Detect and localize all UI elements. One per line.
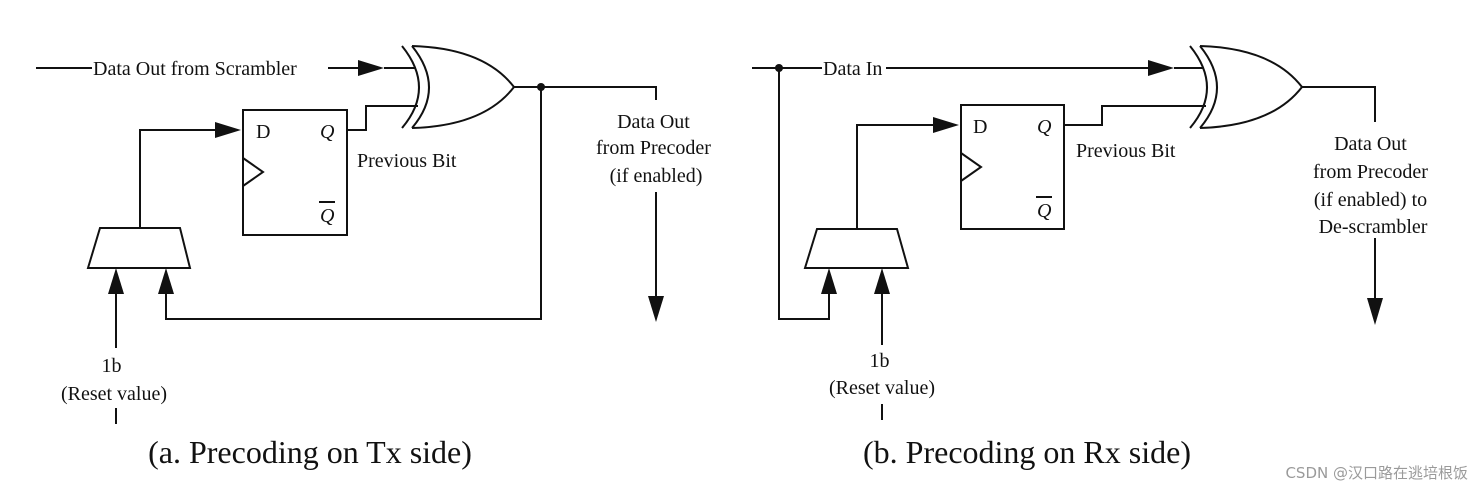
- caption: (a. Precoding on Tx side): [148, 434, 472, 470]
- d-flipflop: D Q Q: [960, 104, 1065, 230]
- output-arrow: [1367, 298, 1383, 325]
- input-arrow: [358, 60, 384, 76]
- rx-precoding-diagram: Data In Data Out from Precoder (if enabl…: [752, 45, 1433, 470]
- xor-gate: [401, 45, 515, 129]
- previous-bit-label: Previous Bit: [1076, 140, 1176, 162]
- flipflop-qbar-label: Q: [320, 205, 335, 227]
- data-in-branch-arrow: [821, 268, 837, 294]
- xor-gate-top-curve: [411, 45, 515, 88]
- clock-triangle: [242, 157, 265, 187]
- d-flipflop: D Q Q: [242, 109, 348, 236]
- data-in-branch-wire: [778, 68, 830, 320]
- flipflop-box: [242, 109, 348, 236]
- xor-gate-back-curve: [1189, 45, 1208, 129]
- xor-gate-bottom-curve: [1199, 86, 1303, 129]
- xor-gate-input-curve: [1199, 45, 1218, 129]
- q-to-xor-wire: [1064, 105, 1206, 126]
- flipflop-q-label: Q: [320, 121, 335, 143]
- flipflop-qbar-label: Q: [1037, 200, 1052, 222]
- caption: (b. Precoding on Rx side): [863, 434, 1191, 470]
- q-to-xor-wire: [347, 105, 418, 131]
- multiplexer: [86, 227, 192, 269]
- multiplexer: [803, 228, 910, 269]
- output-label: Data Out from Precoder (if enabled) to D…: [1313, 133, 1433, 238]
- feedback-arrow: [158, 268, 174, 294]
- xor-gate-bottom-curve: [411, 86, 515, 129]
- reset-label: 1b (Reset value): [61, 355, 167, 405]
- xor-gate: [1189, 45, 1303, 129]
- output-arrow: [648, 296, 664, 322]
- reset-label: 1b (Reset value): [829, 350, 935, 399]
- input-label: Data In: [823, 58, 882, 80]
- input-label: Data Out from Scrambler: [93, 58, 297, 80]
- output-label: Data Out from Precoder (if enabled): [596, 111, 716, 187]
- xor-gate-input-curve: [411, 45, 430, 129]
- feedback-wire: [165, 87, 542, 320]
- flipflop-d-label: D: [973, 116, 987, 138]
- flipflop-box: [960, 104, 1065, 230]
- xor-gate-back-curve: [401, 45, 420, 129]
- output-wire: [514, 86, 657, 100]
- d-input-arrow: [933, 117, 959, 133]
- tx-precoding-diagram: Data Out from Scrambler Data Out from Pr…: [36, 45, 716, 470]
- mux-to-d-wire: [856, 124, 935, 229]
- flipflop-d-label: D: [256, 121, 270, 143]
- d-input-arrow: [215, 122, 241, 138]
- input-arrow: [1148, 60, 1174, 76]
- clock-triangle: [960, 152, 983, 182]
- output-wire: [1302, 86, 1376, 122]
- watermark: CSDN @汉口路在逃培根饭: [1285, 464, 1468, 482]
- previous-bit-label: Previous Bit: [357, 150, 457, 172]
- xor-gate-top-curve: [1199, 45, 1303, 88]
- flipflop-q-label: Q: [1037, 116, 1052, 138]
- mux-to-d-wire: [139, 129, 217, 228]
- reset-arrow: [874, 268, 890, 294]
- reset-arrow: [108, 268, 124, 294]
